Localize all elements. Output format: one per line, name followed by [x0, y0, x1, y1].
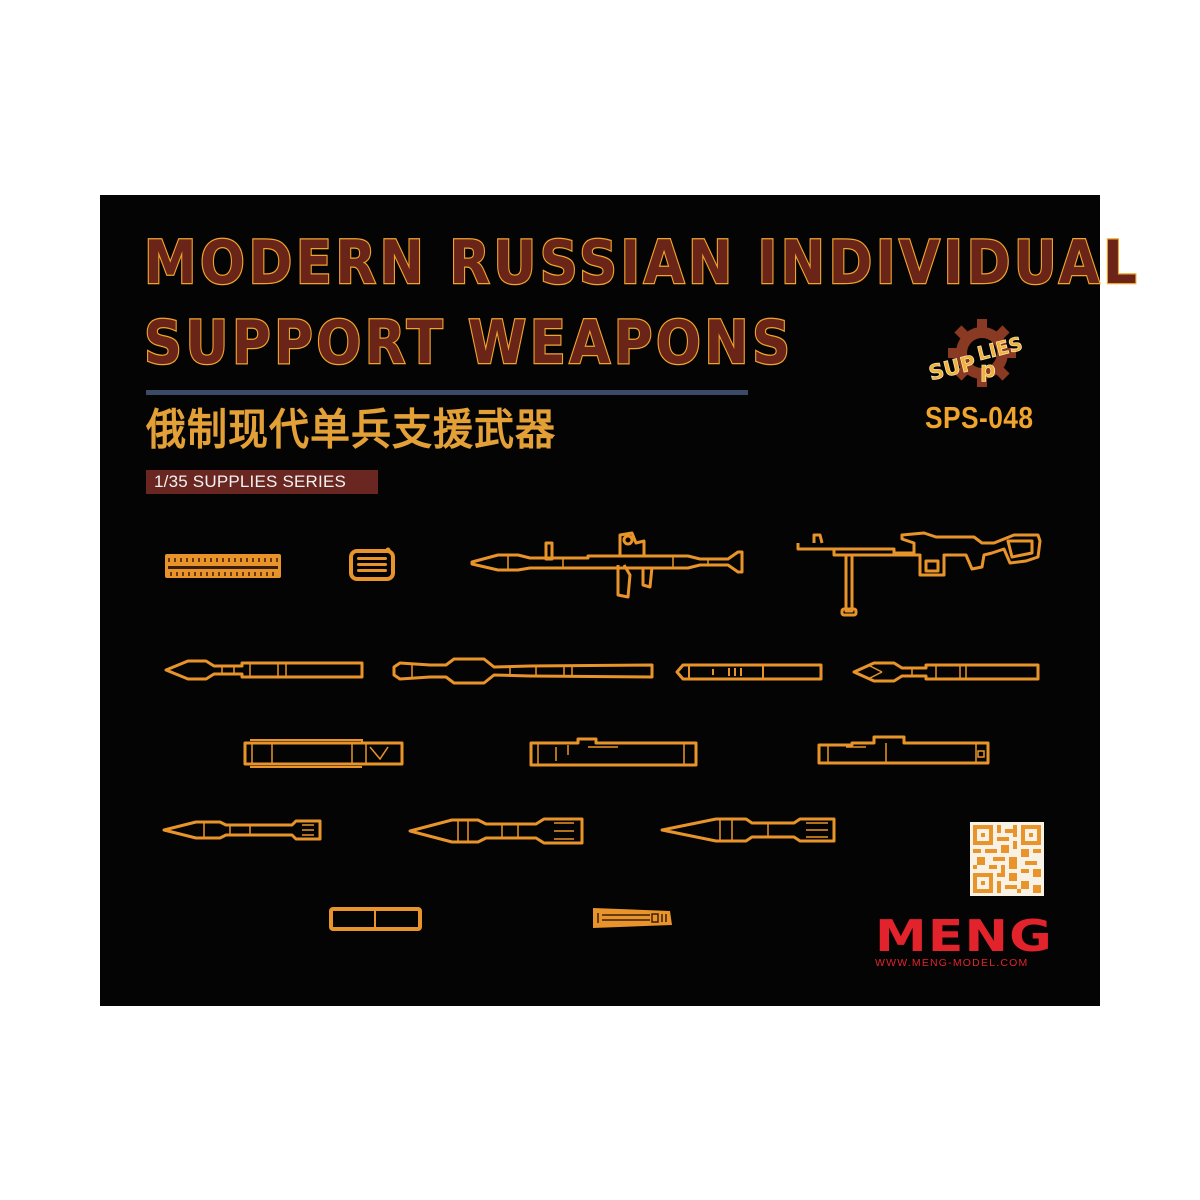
ammo-box-part: [348, 547, 396, 581]
rocket-grenade-icon: [392, 657, 654, 685]
launcher-tube-3-part: [816, 733, 992, 769]
product-code: SPS-048: [925, 400, 1034, 435]
rocket-grenade-icon: [852, 661, 1040, 683]
small-tube-part: [590, 905, 676, 931]
rectangular-case-part: [329, 907, 423, 931]
title-divider: [146, 390, 748, 395]
grenade-round-3-part: [658, 813, 838, 847]
ammo-box-icon: [349, 547, 395, 581]
rocket-grenade-4-part: [850, 657, 1042, 687]
ammo-belt-icon: [165, 554, 281, 578]
grenade-round-icon: [660, 817, 836, 843]
qr-code[interactable]: [970, 822, 1044, 896]
meng-logo: MENG: [875, 911, 1053, 962]
rpg-launcher-icon: [470, 531, 744, 599]
machine-gun-icon: [796, 531, 1042, 617]
chinese-title: 俄制现代单兵支援武器: [146, 405, 556, 456]
gear-icon: SUP LIES p: [926, 319, 1025, 387]
rocket-grenade-icon: [675, 663, 823, 681]
rocket-grenade-1-part: [162, 655, 366, 685]
launcher-tube-icon: [529, 737, 698, 767]
grenade-round-icon: [408, 817, 584, 845]
ammo-belt-part: [164, 553, 282, 579]
launcher-tube-1-part: [242, 737, 406, 769]
launcher-tube-icon: [243, 739, 404, 768]
rocket-grenade-icon: [164, 659, 364, 681]
title-line-1: Modern Russian Individual: [143, 228, 1141, 298]
svg-text:p: p: [980, 358, 996, 383]
rocket-grenade-3-part: [673, 661, 823, 683]
rectangular-case-icon: [329, 907, 422, 931]
product-box-art: Modern Russian Individual Support Weapon…: [100, 195, 1138, 1006]
meng-website-link[interactable]: WWW.MENG-MODEL.COM: [875, 957, 1029, 969]
launcher-tube-icon: [817, 735, 990, 765]
supplies-gear-logo: SUP LIES p: [920, 315, 1040, 395]
qr-code-icon: [973, 825, 1041, 893]
launcher-tube-2-part: [528, 735, 700, 769]
machine-gun-part: [794, 529, 1046, 621]
grenade-round-icon: [162, 819, 322, 841]
grenade-round-1-part: [160, 817, 324, 843]
grenade-round-2-part: [406, 815, 586, 847]
title-line-2: Support Weapons: [143, 308, 794, 378]
rocket-grenade-2-part: [390, 653, 654, 689]
series-badge: 1/35 SUPPLIES SERIES: [146, 470, 378, 494]
small-tube-icon: [593, 908, 672, 928]
svg-text:SUP: SUP: [926, 351, 978, 386]
rpg-launcher-part: [468, 525, 748, 605]
